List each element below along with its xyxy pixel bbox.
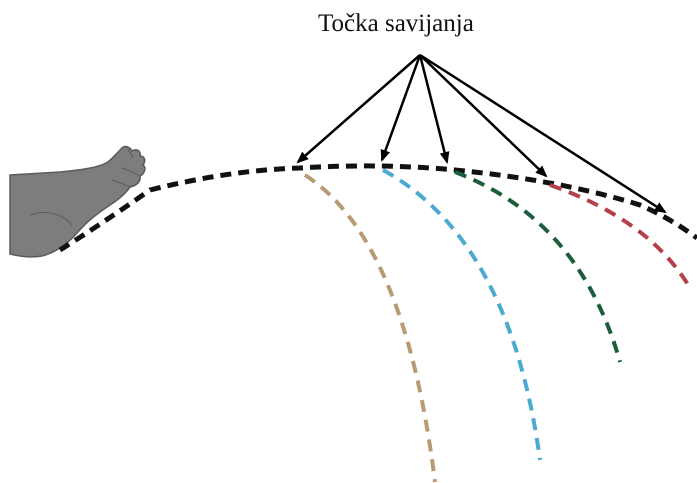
arrow-4 [419,54,548,178]
main-trajectory-path [58,163,697,253]
blue-branch-path [382,168,542,461]
arrow-5 [419,53,667,214]
arrow-1 [296,54,421,164]
arrow-3 [418,54,450,164]
inflection-point-label: Točka savijanja [318,10,474,37]
tan-branch-path [303,173,437,483]
red-branch-path [549,183,692,290]
foot-icon [9,145,146,258]
green-branch-path [454,170,622,363]
arrow-2 [380,54,422,162]
label-arrows [296,53,667,214]
